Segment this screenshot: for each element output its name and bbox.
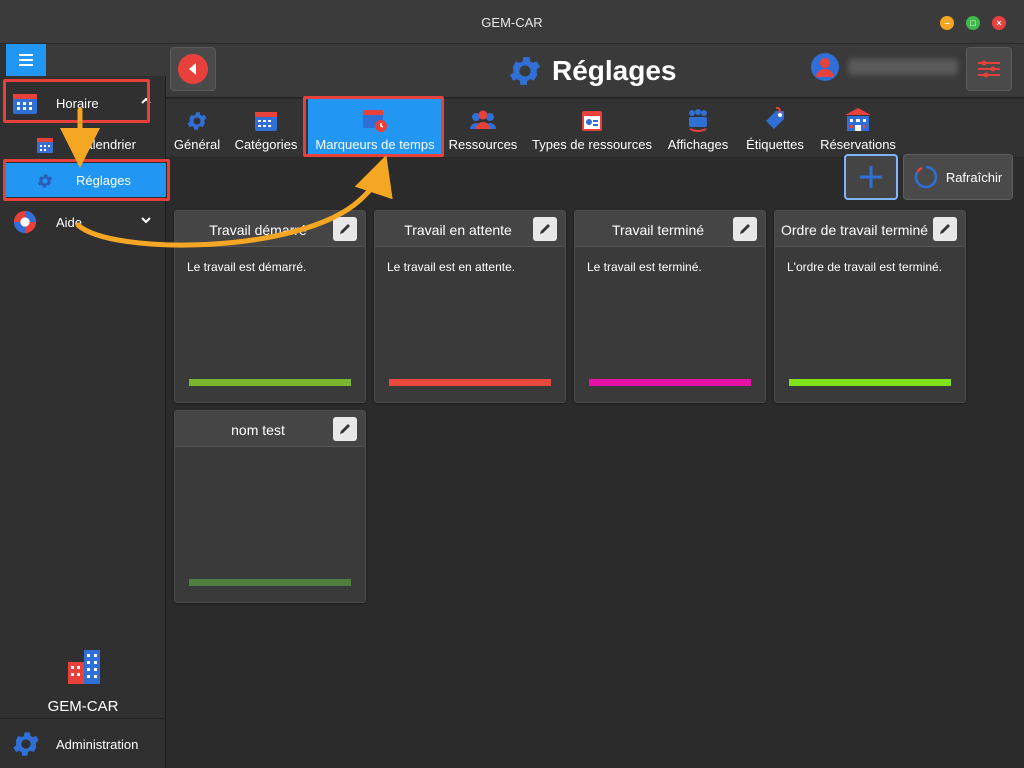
tab-ressources[interactable]: Ressources [448, 99, 518, 157]
add-button[interactable] [844, 154, 898, 200]
window-titlebar: GEM-CAR – □ × [0, 0, 1024, 44]
sidebar-item-aide[interactable]: Aide [0, 203, 166, 241]
page-title: Réglages [552, 55, 677, 86]
sidebar-item-label: Horaire [56, 95, 99, 111]
sidebar-item-calendrier[interactable]: Calendrier [0, 127, 166, 161]
calendar-grid-icon [254, 109, 278, 133]
tab-general[interactable]: Général [168, 99, 226, 157]
pencil-icon [538, 222, 552, 236]
avatar-icon [810, 52, 840, 82]
time-marker-card[interactable]: Travail terminé Le travail est terminé. [574, 210, 766, 403]
page-header: Réglages [166, 44, 1024, 98]
sidebar-item-reglages[interactable]: Réglages [6, 163, 166, 197]
tag-icon [763, 107, 787, 133]
tab-types-de-ressources[interactable]: Types de ressources [530, 99, 654, 157]
window-title: GEM-CAR [481, 15, 543, 30]
card-title: Travail en attente [404, 222, 512, 238]
tab-label: Marqueurs de temps [315, 137, 435, 152]
tab-affichages[interactable]: Affichages [664, 99, 732, 157]
gear-icon [10, 728, 42, 760]
close-button[interactable]: × [992, 16, 1006, 30]
minimize-button[interactable]: – [940, 16, 954, 30]
tab-reservations[interactable]: Réservations [818, 99, 898, 157]
edit-button[interactable] [533, 217, 557, 241]
refresh-label: Rafraîchir [945, 169, 1003, 185]
edit-button[interactable] [733, 217, 757, 241]
card-title: nom test [231, 422, 285, 438]
menu-toggle-button[interactable] [6, 44, 46, 76]
gear-icon [185, 109, 209, 133]
calendar-grid-icon [12, 90, 38, 116]
chevron-down-icon [140, 215, 152, 225]
tab-label: Catégories [234, 137, 298, 152]
card-description: Le travail est démarré. [187, 260, 307, 274]
color-bar [189, 579, 351, 586]
pencil-icon [338, 422, 352, 436]
card-description: Le travail est terminé. [587, 260, 702, 274]
card-title: Travail démarré [209, 222, 307, 238]
sidebar: Horaire Calendrier Réglages [0, 44, 166, 768]
administration-label: Administration [56, 737, 139, 752]
card-description: L'ordre de travail est terminé. [787, 260, 943, 274]
brand-label: GEM-CAR [47, 698, 119, 715]
tab-label: Général [173, 137, 221, 152]
chevron-up-icon [140, 96, 152, 106]
gear-icon [36, 172, 54, 190]
tab-label: Affichages [667, 137, 729, 152]
color-bar [389, 379, 551, 386]
hamburger-icon [19, 59, 33, 61]
sidebar-item-label: Calendrier [76, 137, 136, 152]
pencil-icon [338, 222, 352, 236]
color-bar [789, 379, 951, 386]
maximize-button[interactable]: □ [966, 16, 980, 30]
user-block[interactable] [810, 52, 958, 82]
building-icon [844, 107, 872, 133]
sliders-icon [976, 58, 1002, 80]
buildings-logo-icon [66, 648, 102, 686]
page-title-block: Réglages [506, 52, 677, 90]
edit-button[interactable] [933, 217, 957, 241]
tab-label: Ressources [448, 137, 518, 152]
tab-label: Réservations [820, 137, 896, 152]
tab-categories[interactable]: Catégories [232, 99, 300, 157]
lifebuoy-icon [12, 209, 38, 235]
main-panel: Réglages [166, 44, 1024, 768]
settings-tabs: Général Catégories Marqueurs de temps [166, 99, 1024, 157]
refresh-icon [914, 165, 938, 189]
card-title: Travail terminé [611, 222, 705, 238]
refresh-button[interactable]: Rafraîchir [903, 154, 1013, 200]
card-description: Le travail est en attente. [387, 260, 516, 274]
sidebar-item-label: Aide [56, 214, 83, 230]
pencil-icon [738, 222, 752, 236]
tab-label: Types de ressources [532, 137, 652, 152]
administration-button[interactable]: Administration [0, 718, 166, 768]
card-title: Ordre de travail terminé [781, 222, 929, 238]
back-arrow-icon [178, 54, 208, 84]
color-bar [189, 379, 351, 386]
plus-icon [858, 164, 884, 190]
options-button[interactable] [966, 47, 1012, 91]
edit-button[interactable] [333, 217, 357, 241]
people-display-icon [686, 107, 710, 133]
calendar-clock-icon [362, 107, 388, 133]
calendar-icon [36, 136, 54, 154]
gear-icon [506, 52, 544, 90]
tab-label: Étiquettes [746, 137, 804, 152]
people-group-icon [469, 109, 497, 133]
tab-marqueurs-de-temps[interactable]: Marqueurs de temps [308, 99, 442, 157]
time-marker-card[interactable]: Ordre de travail terminé L'ordre de trav… [774, 210, 966, 403]
sidebar-item-horaire[interactable]: Horaire [0, 84, 166, 122]
back-button[interactable] [170, 47, 216, 91]
time-marker-card[interactable]: Travail démarré Le travail est démarré. [174, 210, 366, 403]
time-marker-card[interactable]: nom test [174, 410, 366, 603]
sidebar-top-strip [46, 44, 166, 76]
id-card-icon [580, 109, 604, 133]
user-name [848, 59, 958, 75]
sidebar-item-label: Réglages [76, 173, 131, 188]
tab-etiquettes[interactable]: Étiquettes [742, 99, 808, 157]
pencil-icon [938, 222, 952, 236]
edit-button[interactable] [333, 417, 357, 441]
time-marker-card[interactable]: Travail en attente Le travail est en att… [374, 210, 566, 403]
color-bar [589, 379, 751, 386]
